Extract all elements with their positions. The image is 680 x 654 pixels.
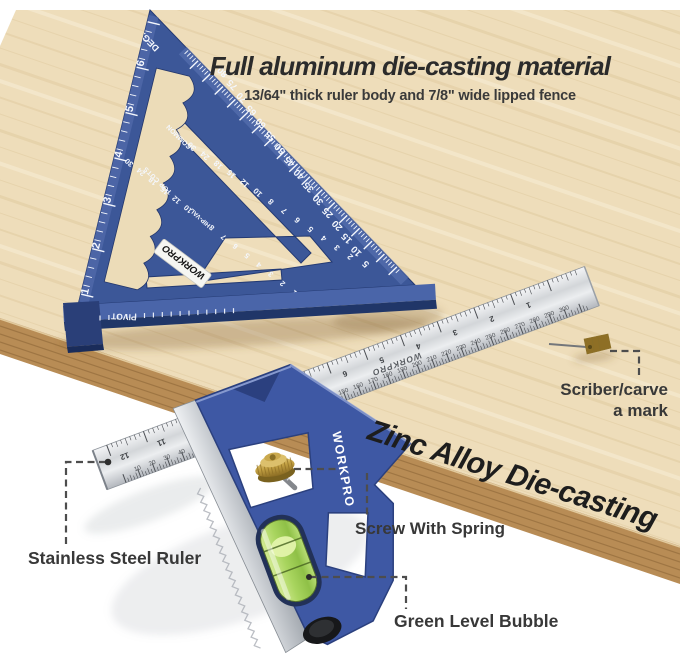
fence-tick-marks bbox=[99, 308, 235, 321]
svg-text:5: 5 bbox=[123, 105, 136, 114]
rafter-tick-marks bbox=[80, 21, 400, 298]
svg-text:12: 12 bbox=[118, 450, 130, 462]
svg-text:290: 290 bbox=[543, 310, 556, 320]
svg-text:6: 6 bbox=[341, 369, 349, 379]
svg-text:3: 3 bbox=[332, 242, 342, 252]
svg-text:210: 210 bbox=[426, 353, 439, 363]
level-vial bbox=[255, 514, 322, 607]
bubble-callout-dot bbox=[306, 574, 312, 580]
svg-text:5: 5 bbox=[243, 251, 252, 260]
svg-text:4: 4 bbox=[254, 260, 264, 270]
svg-text:2: 2 bbox=[488, 314, 496, 324]
svg-text:3: 3 bbox=[266, 270, 275, 279]
scriber bbox=[548, 333, 612, 355]
svg-text:1: 1 bbox=[79, 287, 92, 296]
svg-text:280: 280 bbox=[529, 315, 542, 325]
rafter-square: 5101520253035404550556065707580234567810… bbox=[63, 8, 438, 353]
svg-text:7: 7 bbox=[279, 206, 289, 216]
scriber-needle bbox=[548, 343, 587, 348]
svg-text:300: 300 bbox=[558, 304, 571, 314]
svg-text:240: 240 bbox=[470, 337, 483, 347]
ruler-callout-dot bbox=[104, 458, 112, 466]
miter-edge-highlight bbox=[289, 363, 412, 445]
rafter-fence bbox=[63, 283, 438, 353]
svg-text:8: 8 bbox=[266, 196, 276, 206]
svg-text:3: 3 bbox=[101, 196, 114, 205]
svg-text:6: 6 bbox=[292, 215, 302, 225]
ruler-callout-line bbox=[64, 460, 106, 545]
svg-text:11: 11 bbox=[155, 437, 167, 449]
svg-text:200: 200 bbox=[411, 359, 424, 369]
svg-text:270: 270 bbox=[514, 321, 527, 331]
green-level-bubble bbox=[260, 519, 318, 603]
svg-text:6: 6 bbox=[135, 59, 148, 68]
svg-text:190: 190 bbox=[396, 364, 409, 374]
svg-text:160: 160 bbox=[352, 381, 365, 391]
svg-text:260: 260 bbox=[499, 326, 512, 336]
svg-text:1: 1 bbox=[524, 300, 532, 310]
spring-screw bbox=[255, 452, 298, 491]
pivot-label: PIVOT bbox=[110, 311, 137, 322]
combo-square-head: WORKPRO bbox=[172, 363, 412, 654]
bubble-callout-line bbox=[310, 575, 408, 609]
svg-text:170: 170 bbox=[367, 375, 380, 385]
svg-text:180: 180 bbox=[382, 370, 395, 380]
head-end-cap bbox=[302, 616, 342, 644]
svg-text:30: 30 bbox=[163, 453, 172, 462]
svg-text:10: 10 bbox=[133, 464, 142, 473]
svg-text:230: 230 bbox=[455, 342, 468, 352]
svg-text:4: 4 bbox=[414, 341, 422, 351]
svg-text:220: 220 bbox=[440, 348, 453, 358]
svg-text:5: 5 bbox=[306, 224, 316, 234]
svg-text:7: 7 bbox=[219, 232, 228, 241]
callout-lines bbox=[64, 349, 641, 609]
combination-square: 1020304050607080901001101201301401501601… bbox=[91, 265, 600, 654]
svg-text:2: 2 bbox=[345, 252, 355, 262]
svg-text:2: 2 bbox=[90, 241, 103, 250]
svg-text:4: 4 bbox=[112, 149, 125, 159]
scallop-cutout bbox=[103, 67, 195, 291]
top-edge-highlight bbox=[195, 365, 292, 403]
svg-text:2: 2 bbox=[278, 279, 287, 288]
svg-text:8: 8 bbox=[207, 223, 216, 232]
svg-text:20: 20 bbox=[148, 459, 157, 468]
svg-text:6: 6 bbox=[231, 242, 240, 251]
head-notch bbox=[229, 367, 282, 403]
serration-shadow bbox=[196, 487, 261, 649]
svg-text:5: 5 bbox=[360, 258, 372, 270]
svg-text:4: 4 bbox=[319, 233, 329, 243]
svg-text:40: 40 bbox=[177, 448, 186, 457]
scriber-callout-line bbox=[610, 349, 641, 379]
svg-text:250: 250 bbox=[485, 331, 498, 341]
svg-text:3: 3 bbox=[451, 327, 459, 337]
svg-text:5: 5 bbox=[378, 355, 386, 365]
scriber-body bbox=[583, 333, 612, 355]
svg-text:150: 150 bbox=[337, 386, 350, 396]
hypotenuse-band bbox=[178, 46, 409, 285]
